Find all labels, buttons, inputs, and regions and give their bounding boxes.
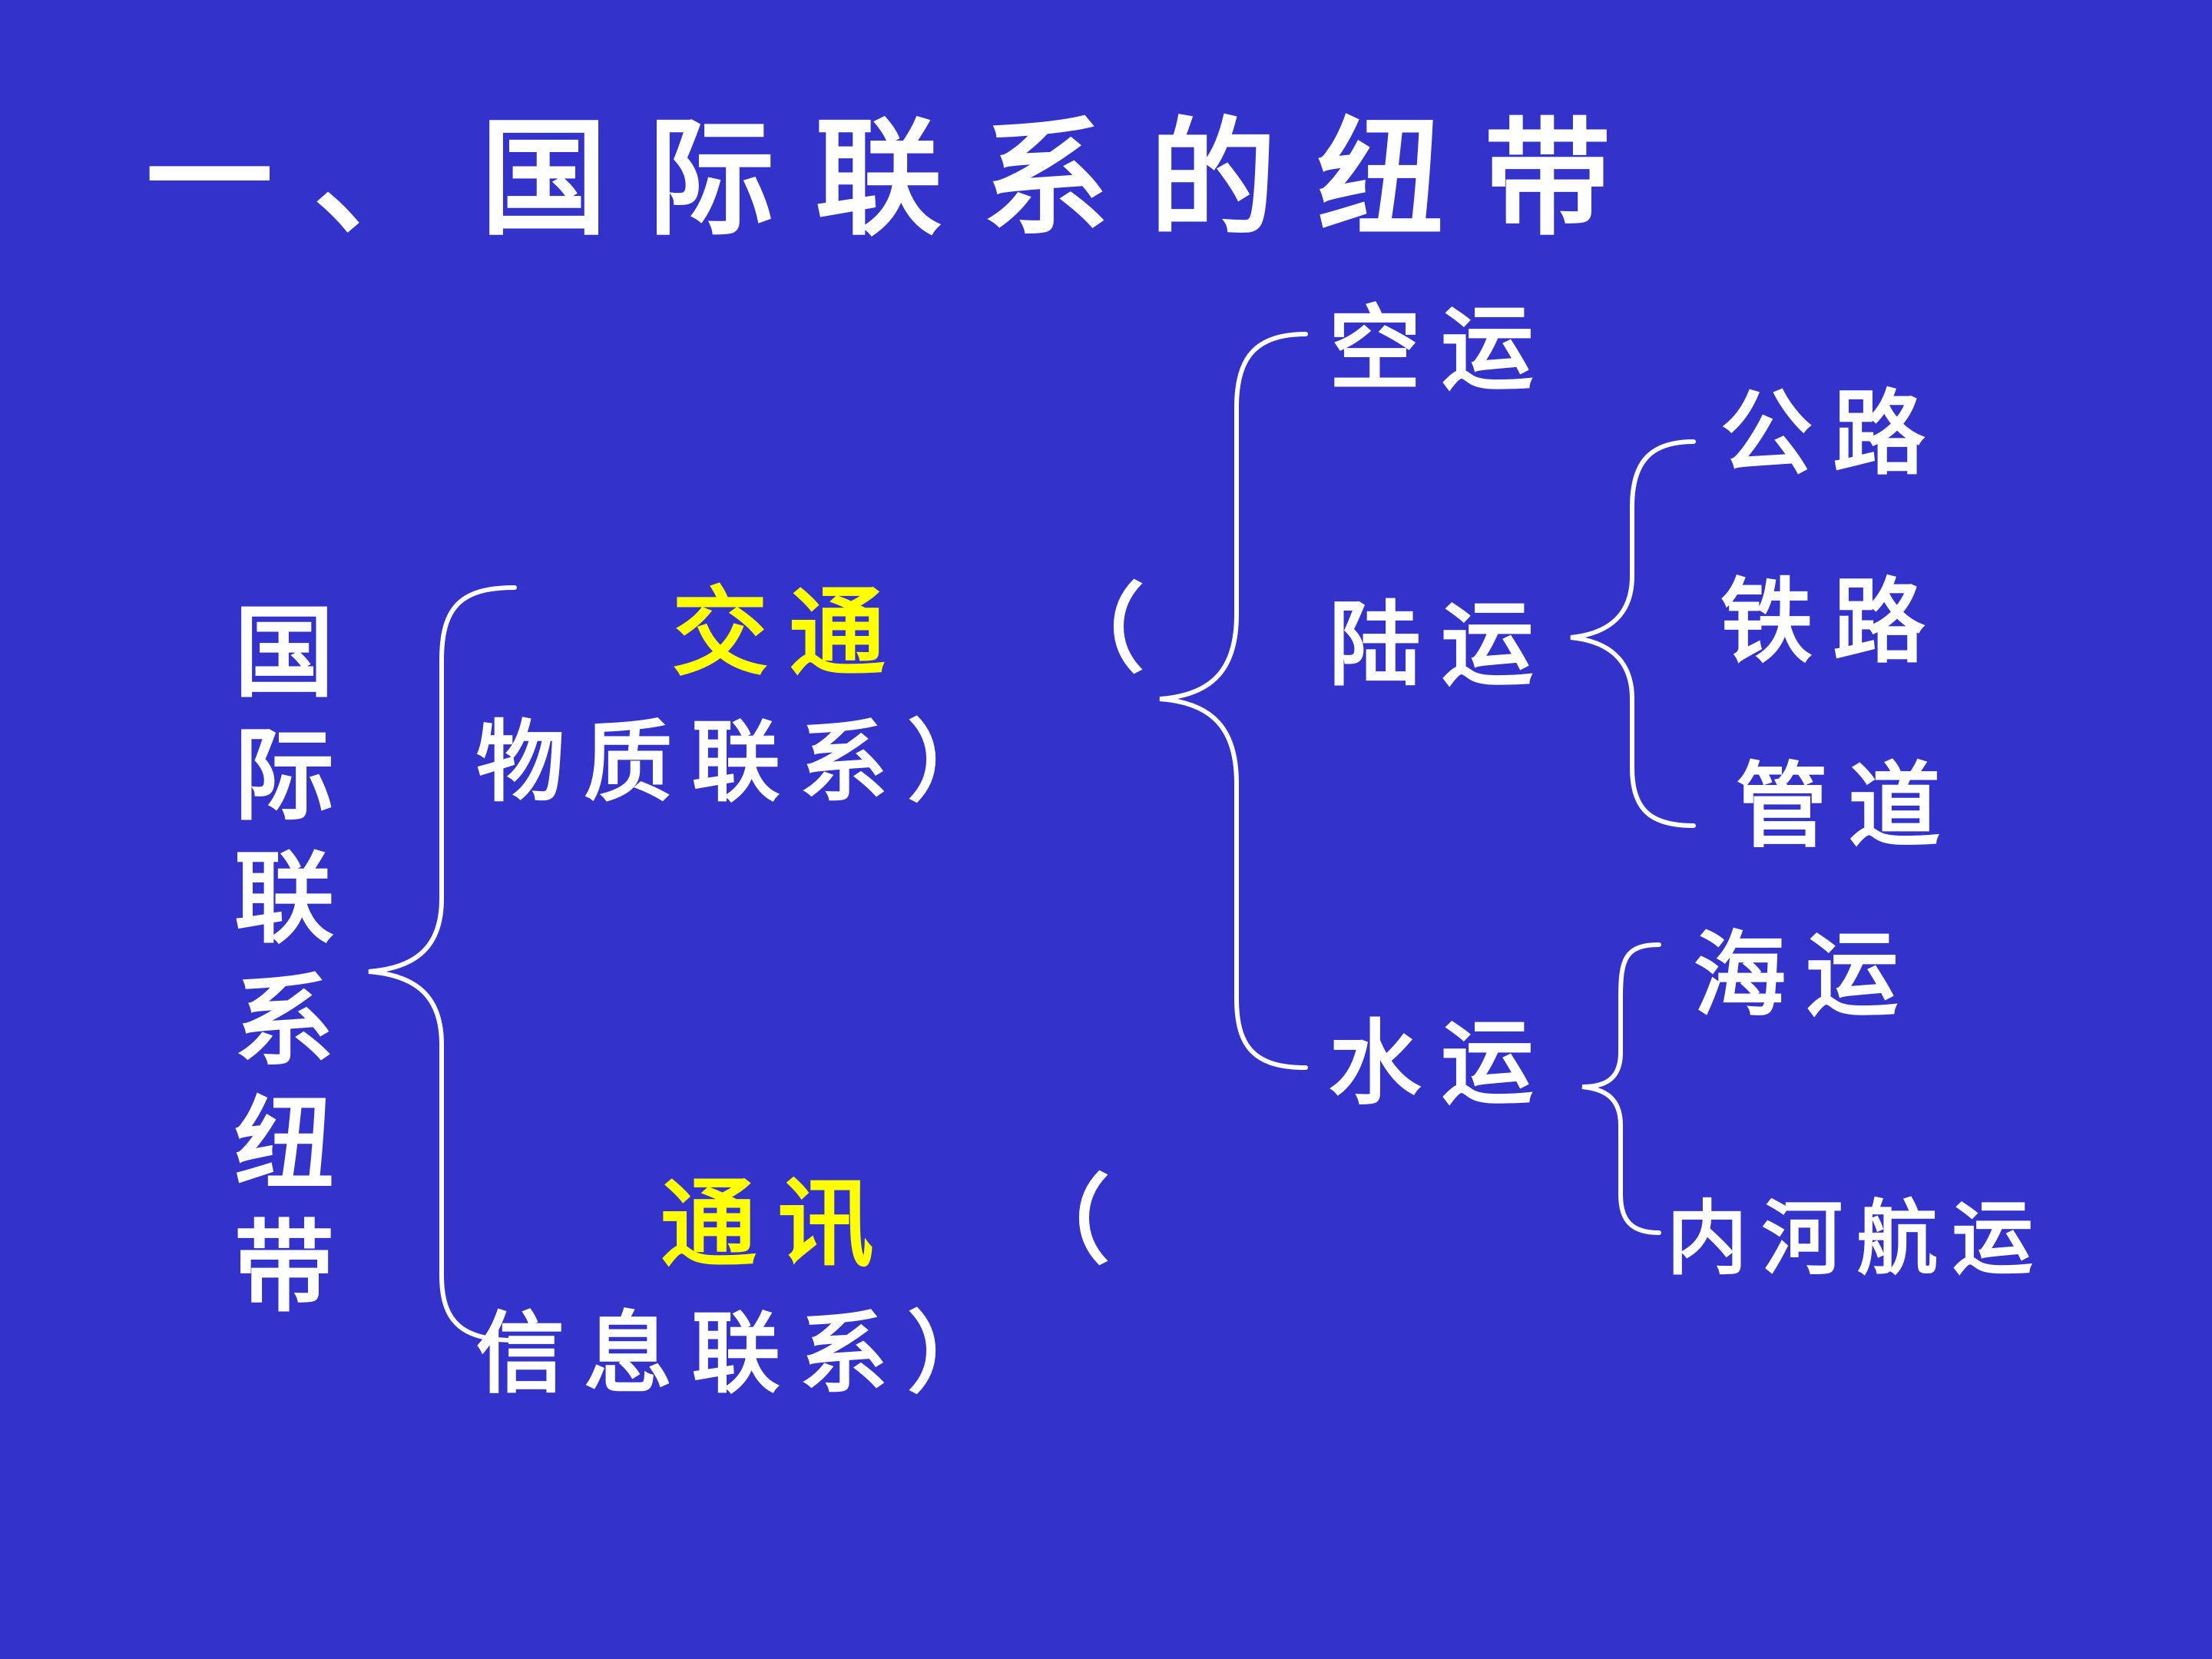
root-label: 国 际 联 系 纽 带	[230, 591, 338, 1329]
inland-waterway-label: 内河航运	[1667, 1190, 2048, 1286]
root-char: 系	[233, 962, 334, 1080]
railway-label: 铁路	[1720, 568, 1945, 676]
slide-title: 一、国际联系的纽带	[146, 104, 1652, 253]
transport-label: 交通	[672, 577, 906, 689]
communication-description: 信息联系）	[476, 1302, 1015, 1406]
root-char: 带	[233, 1208, 334, 1326]
root-char: 纽	[233, 1085, 334, 1203]
root-char: 联	[233, 839, 334, 957]
air-transport-label: 空运	[1329, 295, 1554, 403]
transport-description: 物质联系）	[476, 710, 1015, 814]
root-brace	[368, 585, 517, 1343]
water-brace	[1581, 942, 1661, 1235]
sea-transport-label: 海运	[1694, 921, 1919, 1029]
highway-label: 公路	[1720, 379, 1945, 488]
transport-open-paren: （	[1048, 574, 1144, 686]
communication-open-paren: （	[1014, 1165, 1110, 1277]
transport-brace	[1159, 332, 1308, 1070]
land-brace	[1570, 439, 1696, 828]
root-char: 际	[233, 717, 334, 834]
water-transport-label: 水运	[1329, 1009, 1554, 1118]
communication-label: 通讯	[661, 1168, 895, 1280]
root-char: 国	[233, 594, 334, 711]
land-transport-label: 陆运	[1329, 591, 1554, 699]
pipeline-label: 管道	[1736, 752, 1961, 860]
